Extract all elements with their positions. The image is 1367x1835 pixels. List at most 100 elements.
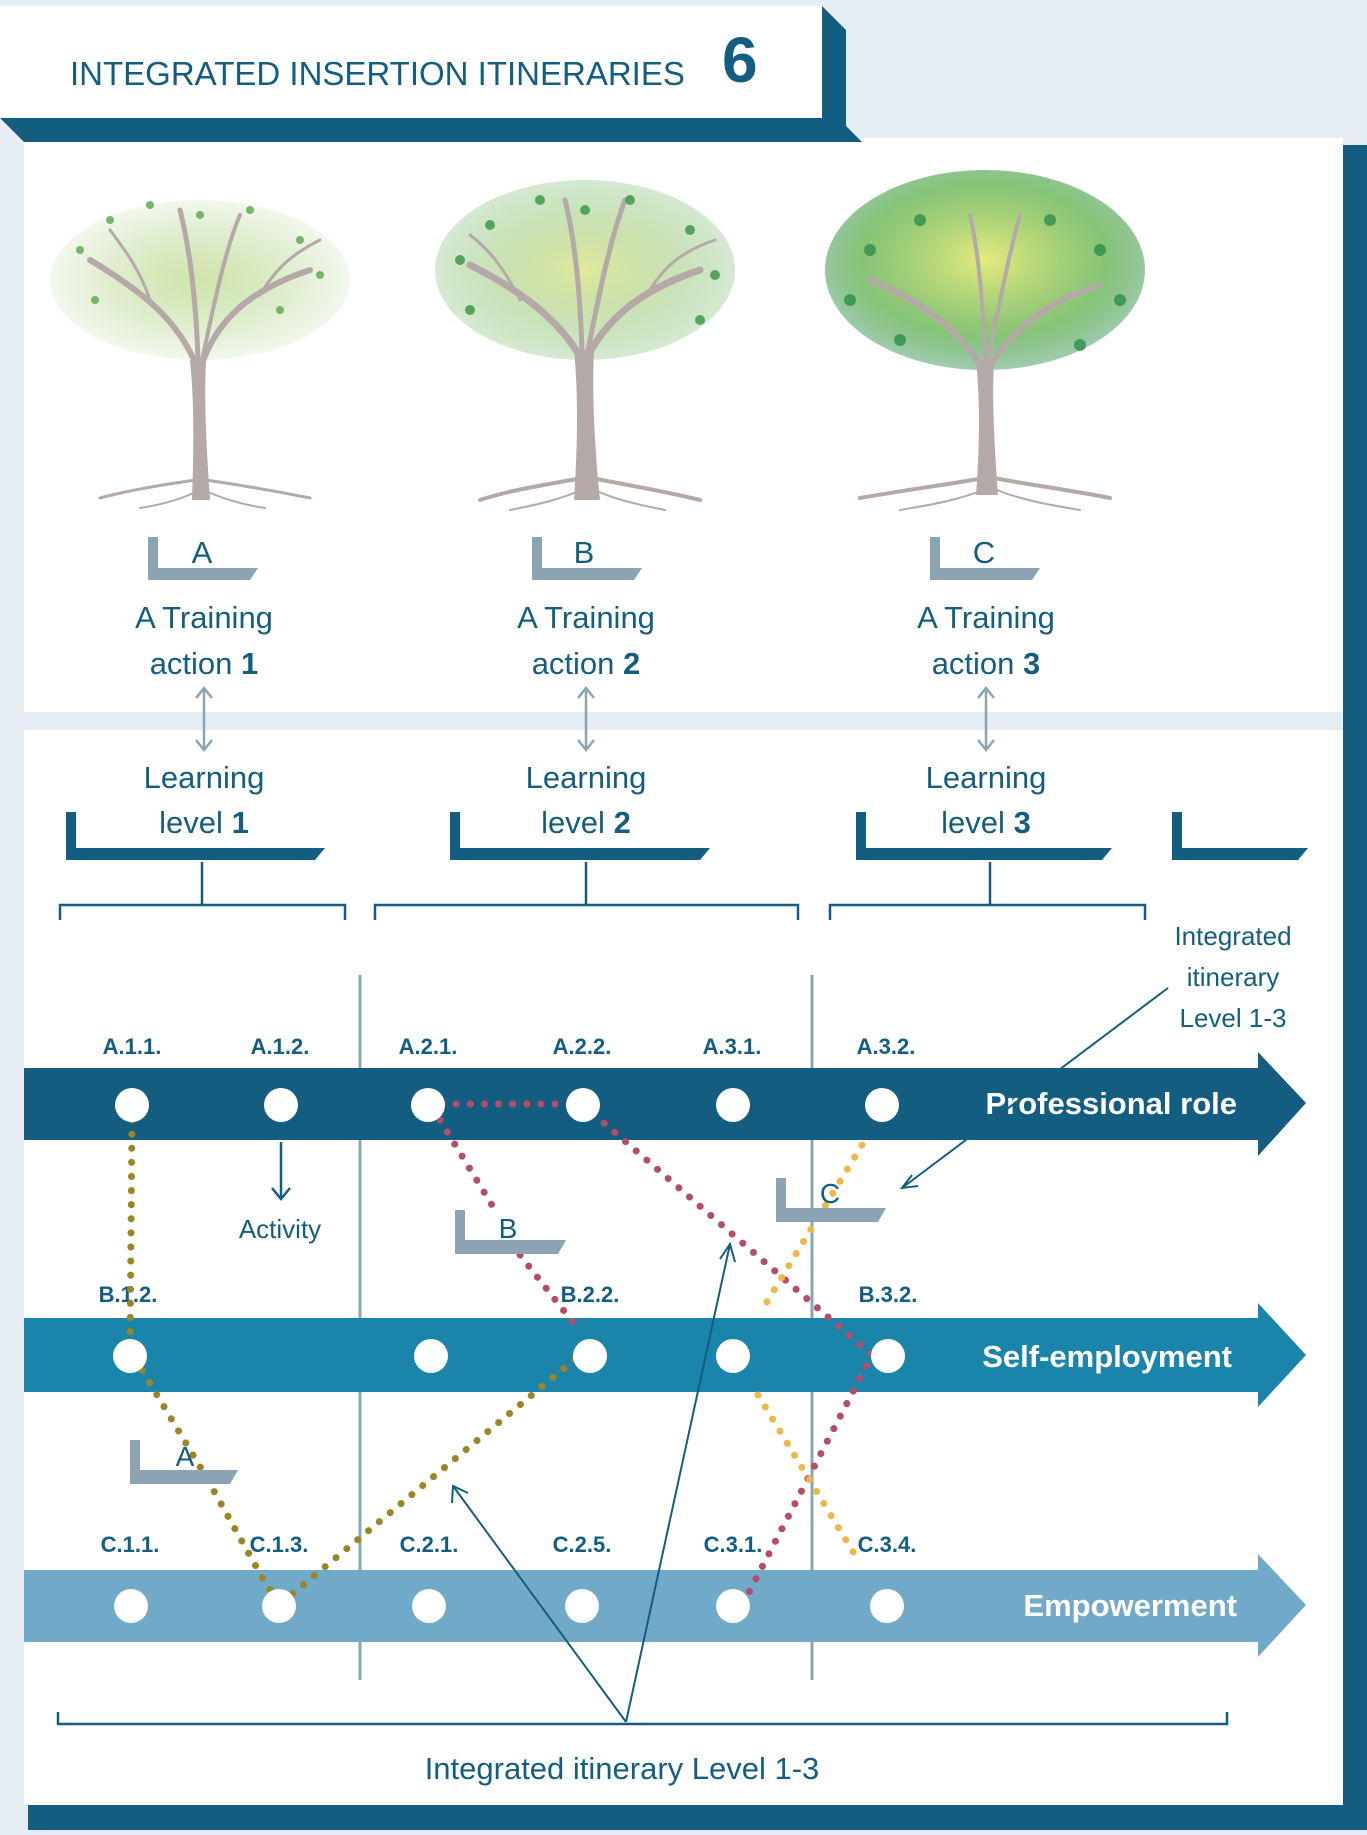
node-label-c13: C.1.3. bbox=[250, 1532, 309, 1557]
chapter-number: 6 bbox=[722, 24, 758, 96]
track-professional-role-label: Professional role bbox=[985, 1086, 1237, 1121]
tree-b-caption-line2: action 2 bbox=[532, 646, 641, 681]
node-c11 bbox=[114, 1589, 148, 1623]
double-arrows bbox=[195, 685, 995, 753]
tree-c-caption-line1: A Training bbox=[917, 600, 1055, 635]
header-shadow-side bbox=[822, 6, 846, 142]
node-label-a32: A.3.2. bbox=[857, 1034, 916, 1059]
tree-a-caption-line1: A Training bbox=[135, 600, 273, 635]
track-self-employment-arrow bbox=[24, 1303, 1306, 1407]
node-b22 bbox=[573, 1339, 607, 1373]
learning-level-1-line1: Learning bbox=[144, 760, 265, 795]
node-b32 bbox=[871, 1339, 905, 1373]
double-arrow-icon bbox=[577, 685, 595, 753]
path-a bbox=[126, 1116, 584, 1605]
learning-level-3-line1: Learning bbox=[926, 760, 1047, 795]
tree-b-caption-line1: A Training bbox=[517, 600, 655, 635]
node-label-c25: C.2.5. bbox=[553, 1532, 612, 1557]
track-empowerment: Empowerment bbox=[24, 1554, 1306, 1657]
node-label-a31: A.3.1. bbox=[703, 1034, 762, 1059]
header-shadow bbox=[0, 118, 862, 142]
node-label-c21: C.2.1. bbox=[400, 1532, 459, 1557]
node-label-c34: C.3.4. bbox=[858, 1532, 917, 1557]
bottom-arrow-right-icon bbox=[625, 1243, 731, 1723]
node-c13 bbox=[262, 1589, 296, 1623]
track-self-employment: Self-employment bbox=[24, 1303, 1306, 1407]
group-braces bbox=[58, 862, 1147, 920]
section-divider bbox=[24, 712, 1343, 730]
node-label-c31: C.3.1. bbox=[704, 1532, 763, 1557]
tree-c-illustration bbox=[825, 170, 1145, 511]
activity-label: Activity bbox=[239, 1214, 321, 1244]
node-a22 bbox=[566, 1088, 600, 1122]
tree-a-caption: A A Training action 1 bbox=[135, 535, 273, 681]
node-a31 bbox=[716, 1088, 750, 1122]
tag-a: A bbox=[130, 1440, 238, 1484]
tree-a-illustration bbox=[50, 200, 350, 509]
double-arrow-icon bbox=[977, 685, 995, 753]
bottom-brace bbox=[56, 1712, 1229, 1726]
node-b12 bbox=[113, 1339, 147, 1373]
activity-arrow-icon bbox=[271, 1142, 291, 1201]
node-a21 bbox=[411, 1088, 445, 1122]
level-brackets bbox=[66, 812, 1308, 860]
tree-b-caption: B A Training action 2 bbox=[517, 535, 655, 681]
itinerary-paths bbox=[126, 1100, 877, 1605]
learning-level-2-line2: level 2 bbox=[541, 805, 631, 840]
bottom-label: Integrated itinerary Level 1-3 bbox=[425, 1751, 820, 1786]
node-label-a12: A.1.2. bbox=[251, 1034, 310, 1059]
track-nodes bbox=[113, 1088, 905, 1623]
learning-level-2-line1: Learning bbox=[526, 760, 647, 795]
header-box bbox=[0, 6, 822, 118]
main-panel bbox=[24, 138, 1343, 1805]
integrated-side-line3: Level 1-3 bbox=[1180, 1003, 1287, 1033]
node-c25 bbox=[565, 1589, 599, 1623]
level-open-bracket bbox=[1172, 812, 1308, 860]
tree-a-caption-line2: action 1 bbox=[150, 646, 259, 681]
level-1-bracket bbox=[66, 812, 325, 860]
tree-c-letter: C bbox=[973, 535, 995, 570]
track-self-employment-label: Self-employment bbox=[982, 1339, 1232, 1374]
tag-c: C bbox=[776, 1178, 886, 1222]
double-arrow-icon bbox=[195, 685, 213, 753]
track-professional-role: Professional role bbox=[24, 1052, 1306, 1156]
track-empowerment-label: Empowerment bbox=[1023, 1588, 1237, 1623]
brace-level-1 bbox=[58, 862, 347, 920]
path-c bbox=[754, 1141, 866, 1564]
node-c34 bbox=[870, 1589, 904, 1623]
level-2-bracket bbox=[450, 812, 710, 860]
integrated-side-line2: itinerary bbox=[1187, 962, 1279, 992]
node-b21 bbox=[414, 1339, 448, 1373]
tag-b: B bbox=[455, 1210, 566, 1254]
tree-b-letter: B bbox=[574, 535, 595, 570]
node-b31 bbox=[716, 1339, 750, 1373]
bottom-arrow-left-icon bbox=[452, 1485, 627, 1723]
page-title: INTEGRATED INSERTION ITINERARIES bbox=[70, 55, 685, 92]
tree-c-caption-line2: action 3 bbox=[932, 646, 1041, 681]
bottom-arrows bbox=[451, 1241, 736, 1723]
tree-a-letter: A bbox=[192, 535, 213, 570]
integrated-side-line1: Integrated bbox=[1174, 921, 1291, 951]
path-b2 bbox=[436, 1116, 579, 1329]
level-3-bracket bbox=[856, 812, 1112, 860]
node-label-b32: B.3.2. bbox=[859, 1282, 918, 1307]
tree-b-illustration bbox=[435, 180, 735, 511]
learning-level-1-line2: level 1 bbox=[159, 805, 249, 840]
node-c21 bbox=[412, 1589, 446, 1623]
track-empowerment-arrow bbox=[24, 1554, 1306, 1657]
node-label-b22: B.2.2. bbox=[561, 1282, 620, 1307]
node-c31 bbox=[716, 1589, 750, 1623]
brace-level-3 bbox=[828, 862, 1147, 920]
node-a12 bbox=[264, 1088, 298, 1122]
learning-level-3-line2: level 3 bbox=[941, 805, 1031, 840]
node-a11 bbox=[115, 1088, 149, 1122]
integrated-side-arrow-icon bbox=[899, 987, 1169, 1190]
node-label-a21: A.2.1. bbox=[399, 1034, 458, 1059]
brace-level-2 bbox=[373, 862, 800, 920]
node-label-a11: A.1.1. bbox=[103, 1034, 162, 1059]
node-label-a22: A.2.2. bbox=[553, 1034, 612, 1059]
tree-c-caption: C A Training action 3 bbox=[917, 535, 1055, 681]
tag-c-letter: C bbox=[820, 1178, 840, 1209]
tag-a-letter: A bbox=[176, 1441, 195, 1472]
